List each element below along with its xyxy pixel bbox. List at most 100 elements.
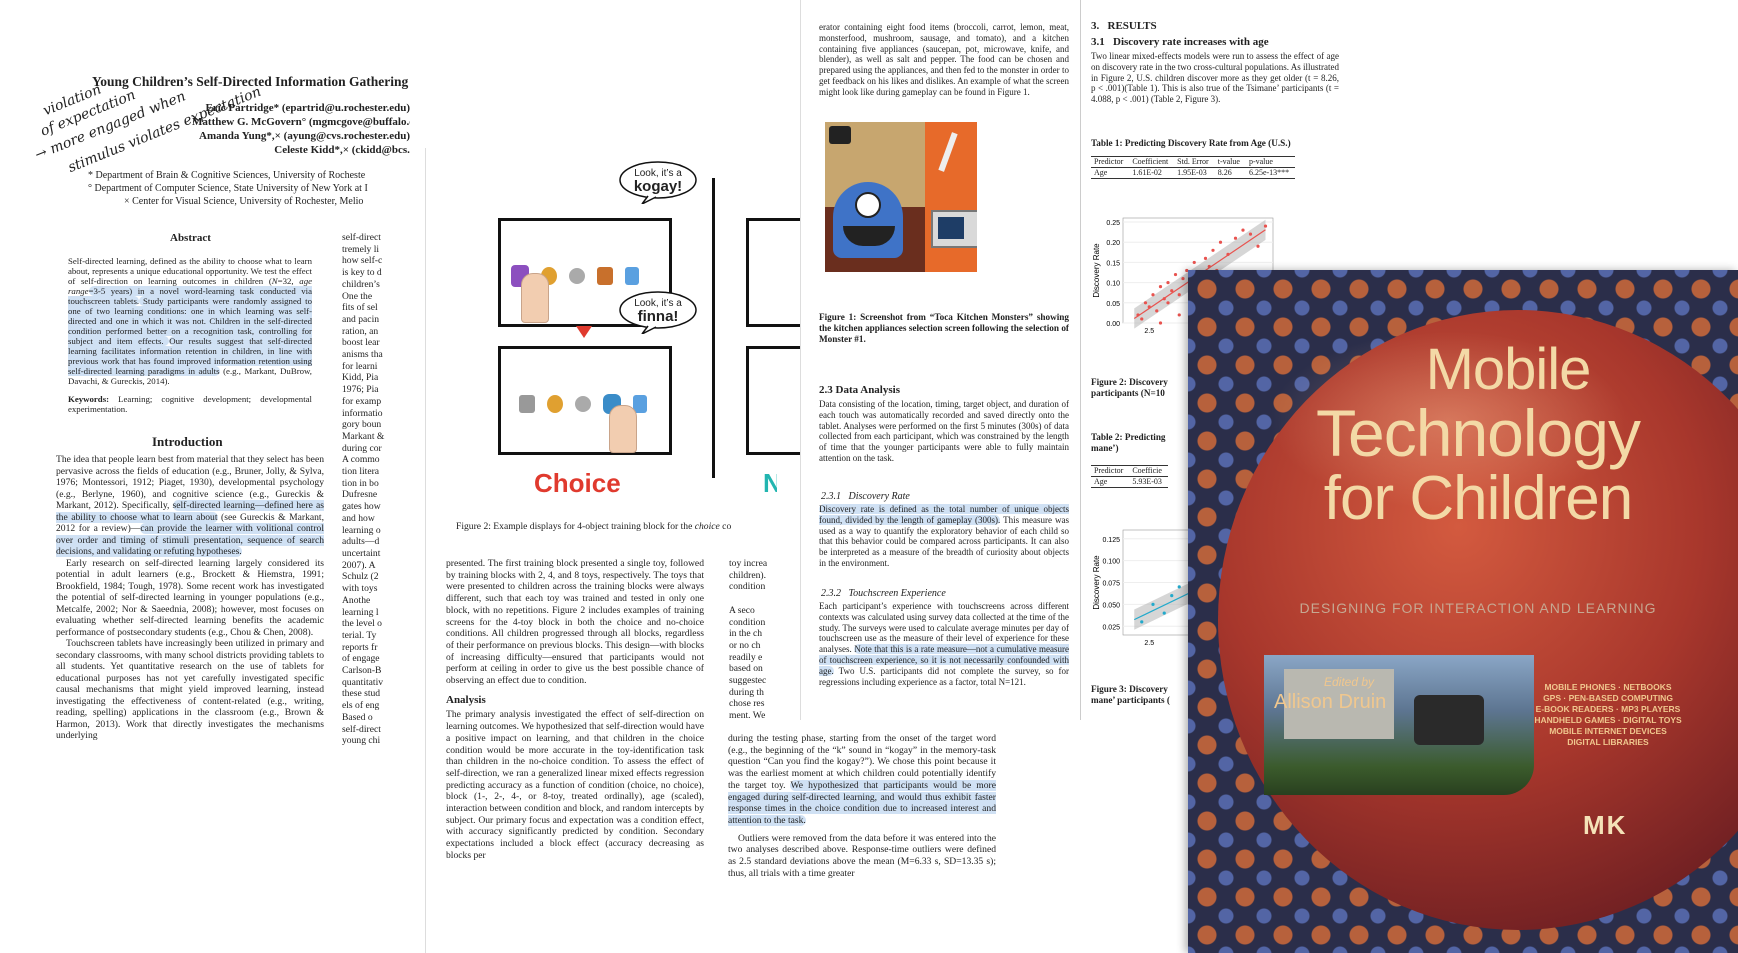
column-fragment-line: terial. Ty bbox=[342, 629, 377, 641]
subsection-3-1-heading: 3.1 Discovery rate increases with age bbox=[1091, 36, 1269, 48]
section-2-3-text: Data consisting of the location, timing,… bbox=[819, 399, 1069, 463]
column-fragment-line: learning o bbox=[342, 524, 381, 536]
cover-sphere bbox=[1218, 310, 1738, 930]
column-fragment-line: chose res bbox=[729, 698, 765, 710]
topic-item: MOBILE PHONES · NETBOOKS bbox=[1544, 682, 1672, 692]
results-heading: 3. RESULTS bbox=[1091, 20, 1157, 32]
data-point bbox=[1177, 585, 1181, 589]
placeholder-circle-icon bbox=[575, 396, 591, 412]
topic-item: DIGITAL LIBRARIES bbox=[1567, 737, 1649, 747]
affiliation-3: × Center for Visual Science, University … bbox=[124, 196, 364, 207]
column-fragment-line: in the ch bbox=[729, 628, 763, 640]
data-point bbox=[1166, 301, 1170, 305]
data-point bbox=[1162, 611, 1166, 615]
t2-header-cell: Predictor bbox=[1091, 465, 1130, 477]
paper3-top-text: erator containing eight food items (broc… bbox=[819, 22, 1069, 97]
column-fragment-line: for examp bbox=[342, 395, 382, 407]
column-fragment-line: Based o bbox=[342, 711, 373, 723]
data-point bbox=[1203, 256, 1208, 260]
t1-cell: 8.26 bbox=[1214, 167, 1246, 179]
column-fragment-line: anisms tha bbox=[342, 349, 383, 361]
book-editor: Edited by Allison Druin bbox=[1274, 675, 1386, 714]
topic-list: MOBILE PHONES · NETBOOKS GPS · PEN-BASED… bbox=[1518, 682, 1698, 748]
section-2-3-heading: 2.3 Data Analysis bbox=[819, 384, 900, 396]
y-tick-label: 0.00 bbox=[1106, 321, 1120, 328]
y-tick-label: 0.075 bbox=[1102, 581, 1120, 588]
t2-cell: Age bbox=[1091, 476, 1130, 488]
column-fragment-line: quantitativ bbox=[342, 676, 384, 688]
fig2-caption-tail: co bbox=[719, 521, 732, 532]
cover-highlight bbox=[1268, 330, 1628, 510]
abstract-text-2: N bbox=[271, 276, 278, 286]
column-fragment-line: young chi bbox=[342, 735, 381, 747]
analysis-paragraph: The primary analysis investigated the ef… bbox=[446, 709, 705, 861]
column-fragment-line: condition bbox=[729, 616, 766, 628]
column-fragment-line: ration, an bbox=[342, 325, 379, 337]
data-point bbox=[1158, 285, 1163, 289]
data-point bbox=[1181, 276, 1185, 281]
bubble-2-word: finna! bbox=[637, 308, 679, 325]
column-fragment-line: informatio bbox=[342, 407, 383, 419]
column-fragment-line: and how bbox=[342, 512, 375, 524]
photo-hand-with-device bbox=[1414, 695, 1484, 745]
author-2: Matthew G. McGovern° (mgmcgove@buffalo.e… bbox=[192, 116, 410, 128]
monster-mouth bbox=[843, 226, 895, 246]
introduction-body: The idea that people learn best from mat… bbox=[56, 454, 324, 742]
column-fragment-line: boost lear bbox=[342, 337, 380, 349]
toy-icon bbox=[633, 395, 647, 413]
book-title-line-2: Technology bbox=[1316, 396, 1641, 470]
figure-2-caption: Figure 2: Example displays for 4-object … bbox=[456, 521, 801, 532]
subsection-2-3-2-heading: 2.3.2 Touchscreen Experience bbox=[821, 588, 946, 599]
abstract-text-3: =32, bbox=[277, 276, 300, 286]
column-fragment-line: is key to d bbox=[342, 267, 382, 279]
y-tick-label: 0.25 bbox=[1106, 220, 1120, 227]
toy-row-2 bbox=[519, 389, 669, 419]
column-fragment-line: Anothe bbox=[342, 594, 371, 606]
training-block-paragraph: presented. The first training block pres… bbox=[446, 558, 704, 687]
middle-right-column-lower: during the testing phase, starting from … bbox=[728, 731, 996, 882]
speech-bubble-1 bbox=[619, 161, 697, 204]
column-fragment-line: how self-c bbox=[342, 255, 383, 267]
subsection-2-3-1-text: Discovery rate is defined as the total n… bbox=[819, 504, 1069, 569]
figure-3-caption: Figure 3: Discovery mane’ participants ( bbox=[1091, 684, 1170, 706]
data-point bbox=[1211, 248, 1215, 252]
column-fragment-line: with toys bbox=[342, 583, 378, 595]
data-point bbox=[1185, 268, 1189, 273]
data-point bbox=[1248, 232, 1253, 236]
author-list: Eric Partridge* (epartrid@u.rochester.ed… bbox=[150, 101, 410, 157]
data-point bbox=[1233, 236, 1238, 240]
author-3: Amanda Yung*,× (ayung@cvs.rochester.edu) bbox=[199, 130, 410, 142]
column-fragment-line: Carlson-B bbox=[342, 665, 382, 677]
column-fragment-line: condition bbox=[729, 581, 766, 593]
tablet-screen-2 bbox=[498, 346, 672, 455]
table-2-title: Table 2: Predicting mane’) bbox=[1091, 432, 1166, 454]
intro-paragraph-2: Early research on self-directed learning… bbox=[56, 557, 324, 638]
book-subtitle: DESIGNING FOR INTERACTION AND LEARNING bbox=[1299, 600, 1657, 616]
speech-bubble-2-text: Look, it’s a finna! bbox=[622, 298, 694, 325]
placeholder-circle-icon bbox=[569, 268, 585, 284]
abstract-text-5: (e.g., Markant, DuBrow, Davachi, & Gurec… bbox=[68, 366, 313, 386]
column-fragment-line: tion litera bbox=[342, 466, 380, 478]
table-1-title: Table 1: Predicting Discovery Rate from … bbox=[1091, 138, 1291, 148]
t2-header-cell: Coefficie bbox=[1129, 465, 1168, 477]
column-fragment-line: A commo bbox=[342, 454, 380, 466]
subsection-2-3-2-text: Each participant’s experience with touch… bbox=[819, 601, 1069, 687]
choice-label: Choice bbox=[534, 468, 621, 498]
column-fragment-line: of engage bbox=[342, 653, 380, 665]
paper-page-left: Young Children’s Self-Directed Informati… bbox=[0, 0, 410, 953]
t1-cell: 1.61E-02 bbox=[1129, 167, 1175, 179]
column-fragment-line: adults—d bbox=[342, 536, 380, 548]
data-point bbox=[1218, 240, 1223, 244]
toy-icon bbox=[547, 395, 563, 413]
app-logo bbox=[829, 126, 851, 144]
t1-cell: 6.25e-13*** bbox=[1245, 167, 1296, 179]
column-fragment-line: during th bbox=[729, 686, 764, 698]
data-point bbox=[1173, 272, 1178, 277]
keywords-text: Learning; cognitive development; develop… bbox=[68, 394, 312, 414]
column-fragment-line: gates how bbox=[342, 501, 381, 513]
hand-pointer-icon bbox=[609, 405, 637, 453]
publisher-logo: MK bbox=[1583, 810, 1628, 840]
y-tick-label: 0.100 bbox=[1102, 559, 1120, 566]
